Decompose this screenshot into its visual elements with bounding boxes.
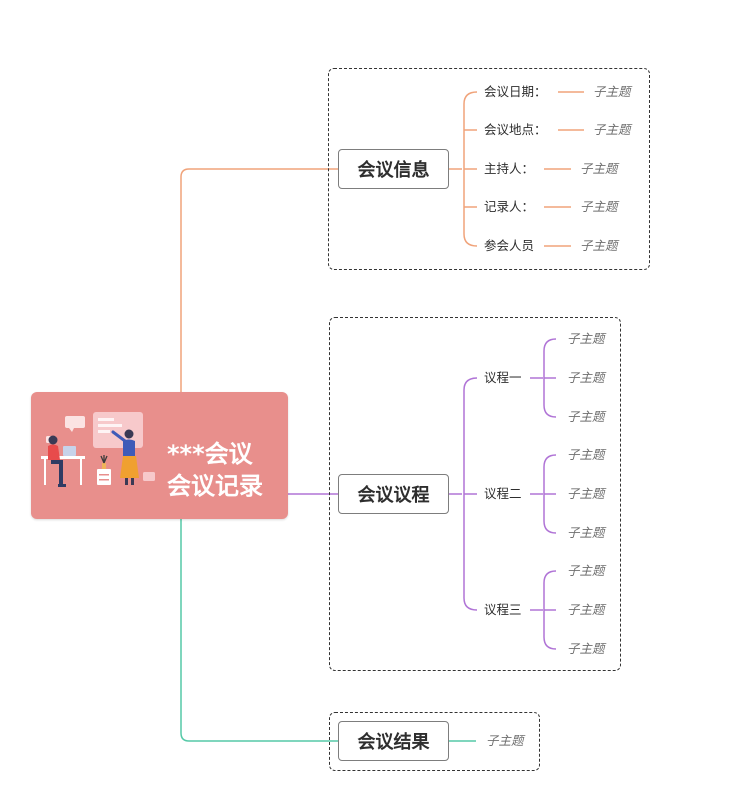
info-attendees-subtopic[interactable]: 子主题 xyxy=(580,238,618,253)
agenda-1-subtopic-3[interactable]: 子主题 xyxy=(567,409,605,424)
agenda-2-subtopic-3[interactable]: 子主题 xyxy=(567,525,605,540)
connector-agenda-items xyxy=(449,338,557,650)
root-title-line1: ***会议 xyxy=(167,440,253,468)
info-item-host[interactable]: 主持人： xyxy=(484,161,535,176)
info-item-attendees[interactable]: 参会人员 xyxy=(484,238,535,253)
connector-info-items xyxy=(449,91,584,247)
connector-root-result xyxy=(180,519,338,742)
topic-meeting-info[interactable]: 会议信息 xyxy=(338,149,449,189)
meeting-illustration xyxy=(41,412,155,487)
info-recorder-subtopic[interactable]: 子主题 xyxy=(580,199,618,214)
root-topic[interactable]: ***会议 会议记录 xyxy=(31,392,288,519)
root-title: ***会议 会议记录 xyxy=(167,438,263,502)
root-title-line2: 会议记录 xyxy=(167,472,263,500)
info-item-location[interactable]: 会议地点： xyxy=(484,122,547,137)
info-item-recorder[interactable]: 记录人： xyxy=(484,199,535,214)
result-subtopic[interactable]: 子主题 xyxy=(486,733,524,748)
agenda-3-subtopic-2[interactable]: 子主题 xyxy=(567,602,605,617)
info-location-subtopic[interactable]: 子主题 xyxy=(593,122,631,137)
agenda-item-1[interactable]: 议程一 xyxy=(484,370,522,385)
agenda-3-subtopic-3[interactable]: 子主题 xyxy=(567,641,605,656)
topic-meeting-result[interactable]: 会议结果 xyxy=(338,721,449,761)
agenda-2-subtopic-2[interactable]: 子主题 xyxy=(567,486,605,501)
agenda-2-subtopic-1[interactable]: 子主题 xyxy=(567,447,605,462)
agenda-1-subtopic-2[interactable]: 子主题 xyxy=(567,370,605,385)
info-item-date[interactable]: 会议日期： xyxy=(484,84,547,99)
agenda-item-2[interactable]: 议程二 xyxy=(484,486,522,501)
topic-meeting-agenda[interactable]: 会议议程 xyxy=(338,474,449,514)
connector-root-info xyxy=(180,168,338,392)
agenda-1-subtopic-1[interactable]: 子主题 xyxy=(567,331,605,346)
agenda-3-subtopic-1[interactable]: 子主题 xyxy=(567,563,605,578)
result-group-box xyxy=(329,712,540,771)
info-group-box xyxy=(328,68,650,270)
agenda-group-box xyxy=(329,317,621,671)
info-host-subtopic[interactable]: 子主题 xyxy=(580,161,618,176)
info-date-subtopic[interactable]: 子主题 xyxy=(593,84,631,99)
agenda-item-3[interactable]: 议程三 xyxy=(484,602,522,617)
